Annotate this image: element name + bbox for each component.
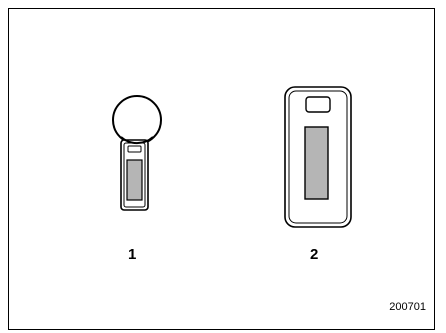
callout-2: 2 <box>310 246 318 263</box>
key-ring-icon <box>113 96 161 144</box>
card-hole <box>306 97 330 112</box>
fob-slot <box>128 146 141 152</box>
callout-1: 1 <box>128 246 136 263</box>
card-key-icon <box>285 87 351 227</box>
fob-insert <box>127 160 142 200</box>
key-ring-fob-icon <box>113 96 161 210</box>
figure-id: 200701 <box>389 301 426 313</box>
card-insert <box>305 127 328 199</box>
